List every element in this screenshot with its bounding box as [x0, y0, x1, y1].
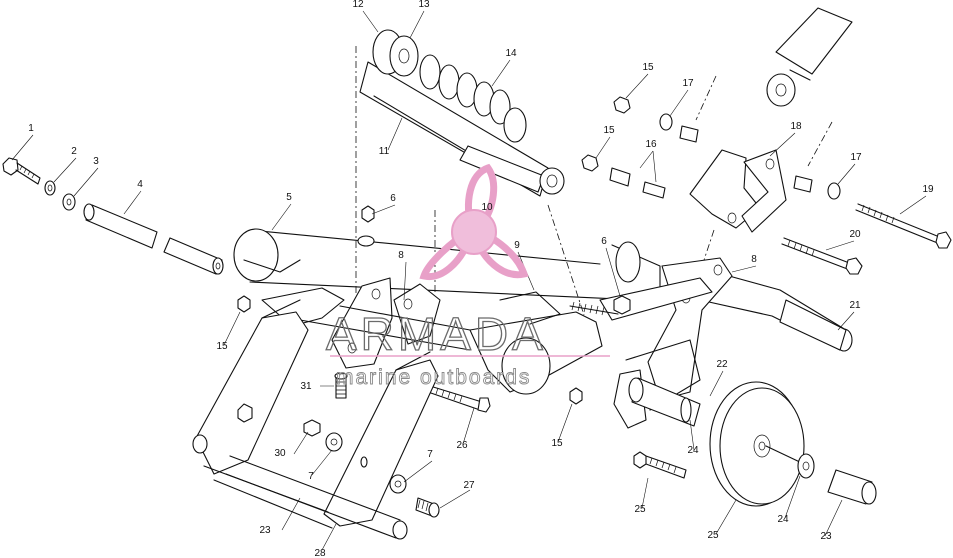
washer-24b — [797, 453, 815, 479]
callout-26: 26 — [456, 440, 468, 451]
callout-17: 17 — [850, 152, 862, 163]
callout-8: 8 — [751, 254, 757, 265]
bolt-25 — [633, 451, 687, 479]
callout-16: 16 — [645, 139, 657, 150]
sleeve-17-a — [679, 125, 699, 143]
callout-15: 15 — [216, 341, 228, 352]
center-mount — [469, 291, 619, 395]
callout-17: 17 — [682, 78, 694, 89]
callout-12: 12 — [352, 0, 364, 10]
spacer-23 — [827, 469, 873, 505]
callout-25: 25 — [707, 530, 719, 541]
callout-23: 23 — [259, 525, 271, 536]
callout-24: 24 — [687, 445, 699, 456]
callout-18: 18 — [790, 121, 802, 132]
washer-2 — [44, 180, 56, 196]
washer-8a — [357, 235, 375, 247]
callout-7: 7 — [427, 449, 433, 460]
washer-17a — [659, 113, 673, 131]
propeller-blade-left — [419, 226, 474, 281]
shock-absorber — [359, 29, 565, 197]
nut-15c — [237, 295, 251, 313]
rear-cross-tube — [233, 228, 661, 301]
callout-6: 6 — [601, 236, 607, 247]
callout-27: 27 — [463, 480, 475, 491]
propeller-blade-top — [465, 163, 498, 231]
front-idler-wheel — [628, 377, 877, 507]
propeller-hub — [451, 209, 497, 255]
callout-28: 28 — [314, 548, 326, 558]
rear-axle-bolt — [2, 157, 41, 185]
callout-6: 6 — [390, 193, 396, 204]
washer-3 — [62, 193, 76, 211]
nut-30 — [303, 419, 321, 437]
callout-30: 30 — [274, 448, 286, 459]
callout-15: 15 — [551, 438, 563, 449]
pin-7 — [360, 456, 368, 468]
callout-21: 21 — [849, 300, 861, 311]
callout-5: 5 — [286, 192, 292, 203]
callout-25: 25 — [634, 504, 646, 515]
centerline-d — [695, 75, 717, 121]
callout-19: 19 — [922, 184, 934, 195]
spacer-tube-4 — [83, 203, 224, 275]
sleeve-17-b — [793, 175, 813, 193]
callout-15: 15 — [642, 62, 654, 73]
callout-1: 1 — [28, 123, 34, 134]
callout-10: 10 — [481, 202, 493, 213]
nut-15b — [581, 154, 599, 172]
armada-watermark: ARMADA marine outboards — [325, 163, 610, 389]
suspension-line-art — [2, 7, 952, 551]
mount-plate-left — [261, 277, 471, 369]
propeller-logo-icon — [419, 163, 529, 281]
watermark-tagline: marine outboards — [336, 366, 531, 389]
callout-24: 24 — [777, 514, 789, 525]
washer-7a — [325, 432, 343, 452]
callout-8: 8 — [398, 250, 404, 261]
sleeve-16b — [642, 181, 666, 199]
callout-20: 20 — [849, 229, 861, 240]
callout-14: 14 — [505, 48, 517, 59]
nut-6a — [361, 205, 375, 223]
centerline-c — [547, 204, 585, 316]
bolt-20 — [781, 237, 863, 275]
washer-24a — [680, 397, 692, 423]
callout-11: 11 — [379, 146, 390, 157]
rear-arm-assembly — [192, 299, 439, 540]
nut-15d — [569, 387, 583, 405]
bolt-19 — [855, 203, 952, 249]
callout-3: 3 — [93, 156, 99, 167]
callout-31: 31 — [300, 381, 312, 392]
callout-13: 13 — [418, 0, 430, 10]
callout-2: 2 — [71, 146, 77, 157]
shock-bracket-18 — [689, 149, 787, 233]
front-shock-upper — [766, 7, 853, 107]
washer-7b — [389, 474, 407, 494]
callout-23: 23 — [820, 531, 832, 542]
watermark-brand: ARMADA — [326, 308, 547, 360]
callout-22: 22 — [716, 359, 728, 370]
centerline-e — [807, 121, 833, 167]
callout-15: 15 — [603, 125, 615, 136]
nut-15a — [613, 96, 631, 114]
screw-27 — [415, 497, 440, 518]
nut-6b — [613, 295, 631, 315]
callout-9: 9 — [514, 240, 520, 251]
sleeve-16a — [609, 167, 631, 187]
callout-4: 4 — [137, 179, 143, 190]
callout-7: 7 — [308, 471, 314, 482]
washer-17b — [827, 182, 841, 200]
